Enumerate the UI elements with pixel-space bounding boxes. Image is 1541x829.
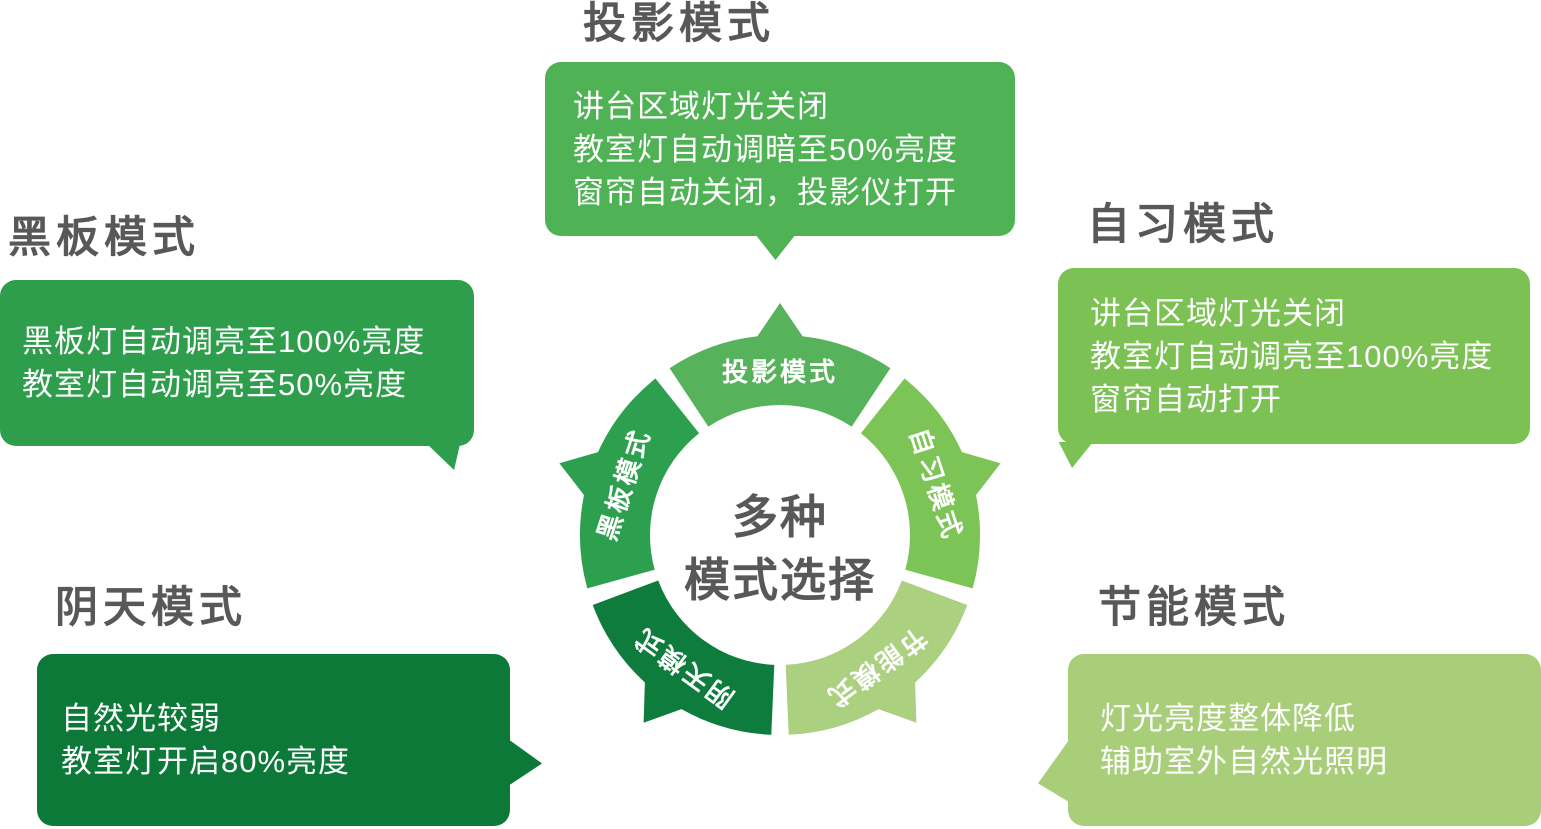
callout-line: 自然光较弱 — [61, 701, 221, 736]
callout-tail-energy-saving — [1038, 740, 1069, 802]
ring-center-title-line1: 多种 — [732, 491, 828, 543]
callout-tail-projection — [755, 234, 796, 260]
ring-label-projection: 投影模式 — [722, 357, 838, 387]
callout-title-energy-saving: 节能模式 — [1098, 584, 1290, 632]
callout-title-projection: 投影模式 — [583, 0, 775, 48]
callout-line: 教室灯开启80%亮度 — [61, 744, 351, 779]
mode-ring-diagram: 投影模式 自习模式 节能模式 阴天模式 黑板模式 多种 模式选择 — [559, 303, 1001, 735]
callout-bubble-energy-saving: 灯光亮度整体降低 辅助室外自然光照明 — [1068, 654, 1541, 826]
callout-bubble-cloudy: 自然光较弱 教室灯开启80%亮度 — [37, 654, 510, 826]
callout-line: 讲台区域灯光关闭 — [1090, 295, 1346, 331]
ring-center-title-line2: 模式选择 — [684, 554, 876, 606]
callout-line: 教室灯自动调亮至100%亮度 — [1090, 338, 1494, 374]
callout-line: 教室灯自动调亮至50%亮度 — [22, 367, 408, 402]
callout-bubble-study: 讲台区域灯光关闭 教室灯自动调亮至100%亮度 窗帘自动打开 — [1058, 268, 1530, 444]
callout-bubble-blackboard: 黑板灯自动调亮至100%亮度 教室灯自动调亮至50%亮度 — [0, 280, 474, 446]
ring-segment-energy-saving — [785, 580, 968, 735]
callout-tail-study — [1058, 442, 1093, 468]
ring-segment-study — [860, 378, 1001, 589]
callout-line: 灯光亮度整体降低 — [1100, 701, 1356, 736]
callout-tail-blackboard — [427, 444, 460, 470]
callout-title-blackboard: 黑板模式 — [8, 214, 200, 262]
callout-line: 讲台区域灯光关闭 — [573, 88, 829, 124]
ring-segment-cloudy — [592, 580, 775, 735]
callout-title-study: 自习模式 — [1087, 201, 1279, 249]
callout-line: 窗帘自动打开 — [1090, 381, 1282, 417]
callout-title-cloudy: 阴天模式 — [55, 584, 247, 632]
callout-line: 辅助室外自然光照明 — [1100, 744, 1388, 779]
callout-line: 教室灯自动调暗至50%亮度 — [573, 131, 959, 167]
callout-line: 黑板灯自动调亮至100%亮度 — [22, 324, 426, 359]
ring-segment-projection — [669, 303, 891, 427]
callout-bubble-projection: 讲台区域灯光关闭 教室灯自动调暗至50%亮度 窗帘自动关闭，投影仪打开 — [545, 62, 1015, 236]
ring-segment-blackboard — [559, 378, 700, 589]
callout-line: 窗帘自动关闭，投影仪打开 — [573, 174, 957, 210]
